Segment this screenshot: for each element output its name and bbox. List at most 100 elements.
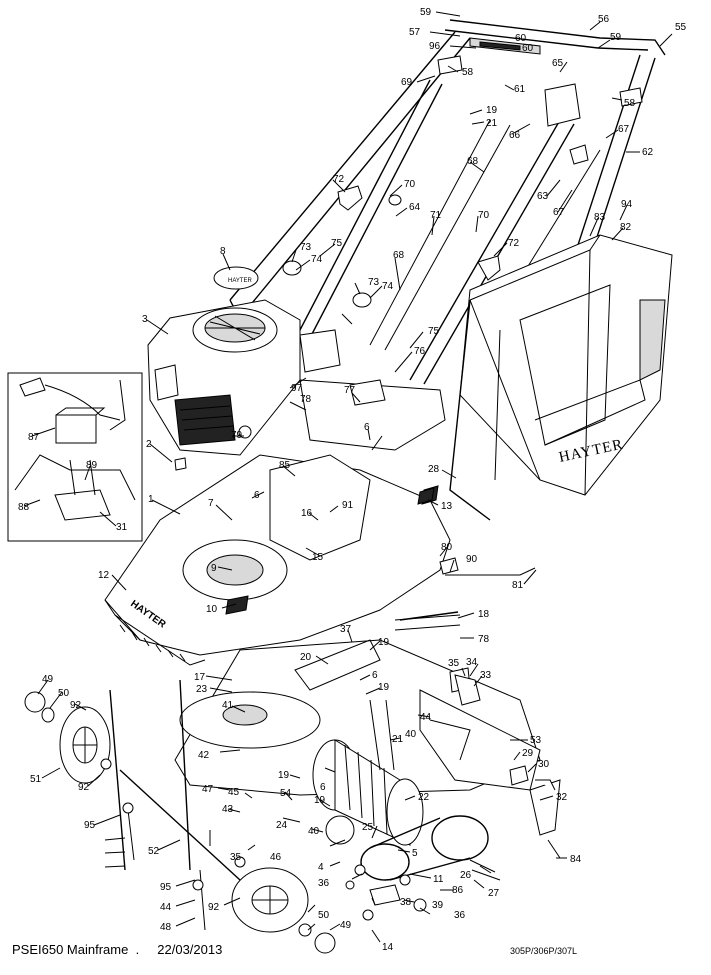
callout-92: 92	[208, 902, 220, 913]
callout-91: 91	[342, 500, 354, 511]
callout-58: 58	[462, 67, 474, 78]
detail-inset	[7, 372, 143, 542]
callout-5: 5	[412, 848, 418, 859]
callout-73: 73	[300, 242, 312, 253]
mower-deck: HAYTER	[104, 379, 451, 666]
callout-10: 10	[206, 604, 218, 615]
callout-12: 12	[98, 570, 110, 581]
callout-77: 77	[344, 385, 356, 396]
callout-75: 75	[428, 326, 440, 337]
callout-39: 39	[432, 900, 444, 911]
handle-assembly	[229, 19, 666, 385]
callout-95: 95	[84, 820, 96, 831]
callout-83: 83	[594, 212, 606, 223]
callout-66: 66	[509, 130, 521, 141]
callout-21: 21	[486, 118, 498, 129]
callout-20: 20	[300, 652, 312, 663]
callout-81: 81	[512, 580, 524, 591]
callout-2: 2	[146, 439, 152, 450]
callout-13: 13	[441, 501, 453, 512]
engine: HAYTER	[147, 266, 341, 471]
callout-11: 11	[433, 874, 444, 885]
callout-27: 27	[488, 888, 500, 899]
callout-43: 43	[222, 804, 234, 815]
callout-74: 74	[382, 281, 394, 292]
callout-38: 38	[400, 897, 412, 908]
callout-75: 75	[331, 238, 343, 249]
callout-51: 51	[30, 774, 42, 785]
callout-41: 41	[222, 700, 234, 711]
callout-19: 19	[278, 770, 290, 781]
callout-92: 92	[78, 782, 90, 793]
callout-69: 69	[401, 77, 413, 88]
callout-24: 24	[276, 820, 288, 831]
hardware	[345, 487, 561, 921]
callout-87: 87	[28, 432, 40, 443]
callout-59: 59	[420, 7, 432, 18]
callout-85: 85	[279, 460, 291, 471]
callout-29: 29	[522, 748, 534, 759]
callout-70: 70	[404, 179, 416, 190]
callout-68: 68	[393, 250, 405, 261]
callout-42: 42	[198, 750, 210, 761]
callout-49: 49	[42, 674, 54, 685]
callout-16: 16	[301, 508, 313, 519]
callout-6: 6	[320, 782, 326, 793]
callout-19: 19	[378, 637, 390, 648]
callout-78: 78	[300, 394, 312, 405]
lower-chassis	[174, 614, 561, 881]
callout-46: 46	[270, 852, 282, 863]
callout-28: 28	[428, 464, 440, 475]
callout-9: 9	[211, 563, 217, 574]
callout-14: 14	[382, 942, 394, 953]
callout-78: 78	[478, 634, 490, 645]
callout-72: 72	[333, 174, 345, 185]
callout-40: 40	[308, 826, 320, 837]
grass-box: HAYTER	[449, 234, 673, 521]
callout-23: 23	[196, 684, 208, 695]
callout-26: 26	[460, 870, 472, 881]
callout-36: 36	[318, 878, 330, 889]
callout-84: 84	[570, 854, 582, 865]
callout-62: 62	[642, 147, 654, 158]
callout-74: 74	[311, 254, 323, 265]
callout-70: 70	[478, 210, 490, 221]
callout-47: 47	[202, 784, 214, 795]
leader-lines	[23, 11, 673, 943]
callout-19: 19	[378, 682, 390, 693]
callout-95: 95	[160, 882, 172, 893]
callout-34: 34	[466, 657, 478, 668]
callout-52: 52	[148, 846, 160, 857]
callout-60: 60	[515, 33, 527, 44]
callout-17: 17	[194, 672, 206, 683]
callout-79: 79	[231, 430, 243, 441]
callout-19: 19	[314, 795, 326, 806]
callout-65: 65	[552, 58, 564, 69]
callout-22: 22	[418, 792, 430, 803]
callout-1: 1	[148, 494, 154, 505]
callout-49: 49	[340, 920, 352, 931]
callout-25: 25	[362, 822, 374, 833]
callout-67: 67	[553, 207, 565, 218]
callout-55: 55	[675, 22, 687, 33]
callout-57: 57	[409, 27, 421, 38]
wheels	[24, 679, 336, 954]
footer-models: 305P/306P/307L	[510, 946, 578, 956]
callout-30: 30	[538, 759, 550, 770]
callout-97: 97	[291, 383, 303, 394]
callout-88: 88	[18, 502, 30, 513]
callout-15: 15	[312, 552, 324, 563]
callout-76: 76	[414, 346, 426, 357]
callout-50: 50	[318, 910, 330, 921]
callout-7: 7	[208, 498, 214, 509]
callout-33: 33	[480, 670, 492, 681]
callout-96: 96	[429, 41, 441, 52]
callout-71: 71	[430, 210, 442, 221]
callout-59: 59	[610, 32, 622, 43]
callout-6: 6	[364, 422, 370, 433]
callout-44: 44	[420, 712, 432, 723]
callout-68: 68	[467, 156, 479, 167]
footer-title-block: PSEI650 Mainframe . 22/03/2013	[12, 942, 222, 957]
callout-37: 37	[340, 624, 352, 635]
callout-19: 19	[486, 105, 498, 116]
